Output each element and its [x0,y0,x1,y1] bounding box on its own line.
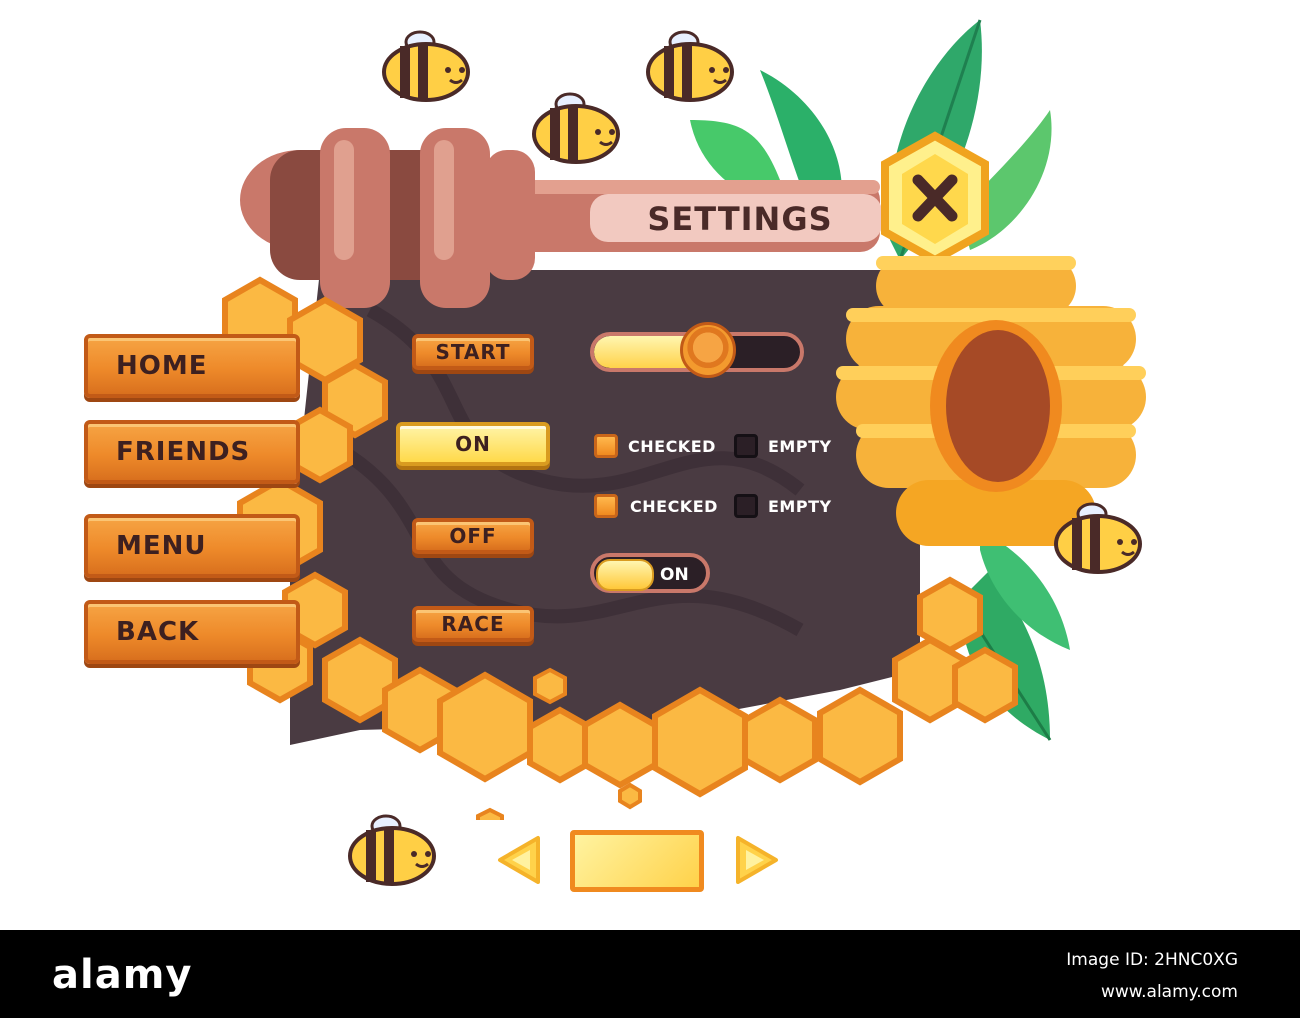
arrow-right-icon[interactable] [734,834,782,886]
close-button[interactable] [880,128,990,274]
home-label: HOME [116,351,208,381]
off-button[interactable]: OFF [412,518,534,554]
bee-icon [1054,502,1142,574]
checkbox-4-label: EMPTY [768,497,832,516]
checkbox-3[interactable] [594,494,618,518]
pager-center-button[interactable] [570,830,704,892]
toggle-label: ON [660,565,689,585]
start-label: START [435,340,511,364]
toggle-knob [596,559,654,591]
bee-icon [382,30,470,102]
on-button[interactable]: ON [396,422,550,466]
back-button[interactable]: BACK [84,600,300,664]
menu-button[interactable]: MENU [84,514,300,578]
race-label: RACE [441,612,505,636]
arrow-left-icon[interactable] [494,834,542,886]
bee-icon [348,814,436,886]
bee-icon [532,92,620,164]
slider-knob[interactable] [679,322,736,378]
footer-logo: alamy [52,952,193,998]
footer-url: www.alamy.com [1100,982,1238,1002]
game-scene: SETTINGS [84,19,1146,892]
back-label: BACK [116,617,200,647]
bee-icon [646,30,734,102]
checkbox-1-label: CHECKED [628,437,716,456]
home-button[interactable]: HOME [84,334,300,398]
footer-image-id: Image ID: 2HNC0XG [1066,950,1238,970]
page-title: SETTINGS [647,200,833,238]
checkbox-1[interactable] [594,434,618,458]
checkbox-2[interactable] [734,434,758,458]
checkbox-2-label: EMPTY [768,437,832,456]
close-icon [881,131,989,265]
footer-bar: alamy Image ID: 2HNC0XG www.alamy.com [0,930,1300,1018]
start-button[interactable]: START [412,334,534,370]
honeycomb-decoration [222,276,1018,820]
race-button[interactable]: RACE [412,606,534,642]
toggle-switch[interactable]: ON [590,553,710,593]
on-label: ON [455,432,491,456]
checkbox-3-label: CHECKED [630,497,718,516]
checkbox-4[interactable] [734,494,758,518]
friends-label: FRIENDS [116,437,251,467]
beehive-icon [836,256,1146,546]
off-label: OFF [449,524,497,548]
friends-button[interactable]: FRIENDS [84,420,300,484]
honey-dipper-header [240,128,882,308]
menu-label: MENU [116,531,207,561]
